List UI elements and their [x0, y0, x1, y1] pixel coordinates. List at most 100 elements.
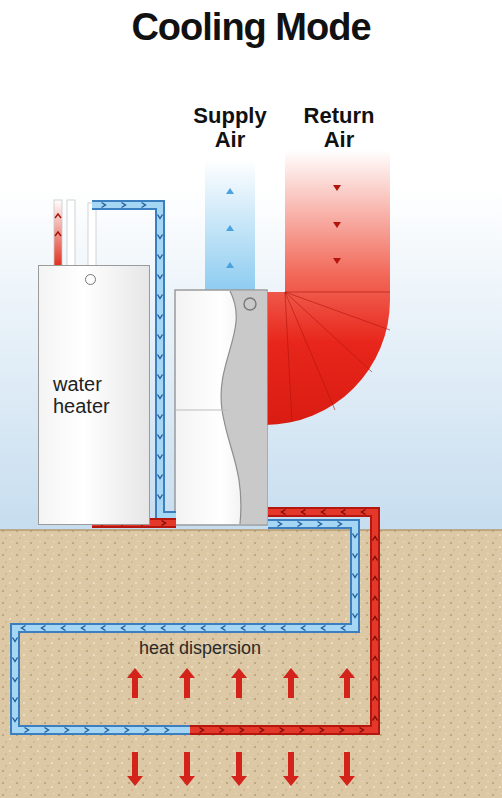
- flow-chevron: [302, 510, 306, 515]
- flow-chevron: [13, 718, 18, 722]
- flow-chevron: [353, 614, 358, 618]
- flow-chevron: [158, 275, 163, 279]
- flow-chevron: [242, 626, 246, 631]
- airflow-arrow: [226, 225, 234, 231]
- flow-chevron: [13, 678, 18, 682]
- flow-chevron: [142, 626, 146, 631]
- flow-chevron: [125, 728, 129, 733]
- flow-chevron: [318, 522, 322, 527]
- flow-chevron: [158, 475, 163, 479]
- flow-chevron: [13, 698, 18, 702]
- flow-chevron: [22, 626, 26, 631]
- flow-chevron: [158, 295, 163, 299]
- heat-arrow: [231, 668, 247, 698]
- diagram-title: Cooling Mode: [0, 6, 502, 49]
- flow-chevron: [260, 728, 264, 733]
- brand-logo: [85, 274, 96, 285]
- flow-chevron: [122, 626, 126, 631]
- flow-chevron: [373, 717, 378, 721]
- airflow-arrow: [226, 262, 234, 268]
- flow-chevron: [353, 554, 358, 558]
- flow-chevron: [322, 510, 326, 515]
- airflow-arrow: [333, 185, 341, 191]
- flow-chevron: [353, 594, 358, 598]
- flow-chevron: [322, 626, 326, 631]
- flow-chevron: [373, 557, 378, 561]
- flow-chevron: [25, 728, 29, 733]
- airflow-arrow: [226, 188, 234, 194]
- flow-chevron: [158, 435, 163, 439]
- flow-chevron: [353, 534, 358, 538]
- flow-chevron: [373, 657, 378, 661]
- flow-chevron: [158, 395, 163, 399]
- flow-chevron: [373, 637, 378, 641]
- flow-chevron: [342, 626, 346, 631]
- flow-chevron: [165, 728, 169, 733]
- flow-chevron: [102, 626, 106, 631]
- flow-chevron: [55, 214, 61, 218]
- airflow-arrow: [333, 222, 341, 228]
- heat-arrow: [283, 752, 299, 786]
- flow-chevron: [158, 375, 163, 379]
- flow-chevron: [182, 626, 186, 631]
- flow-chevron: [342, 510, 346, 515]
- flow-chevron: [62, 626, 66, 631]
- flow-chevron: [282, 626, 286, 631]
- flow-chevron: [222, 626, 226, 631]
- flow-chevron: [373, 617, 378, 621]
- pipe: [88, 203, 96, 266]
- flow-chevron: [362, 510, 366, 515]
- flow-chevron: [338, 522, 342, 527]
- pipe: [190, 512, 375, 730]
- flow-chevron: [280, 728, 284, 733]
- flow-chevron: [158, 215, 163, 219]
- flow-chevron: [142, 203, 146, 208]
- flow-chevron: [162, 521, 166, 526]
- flow-chevron: [85, 728, 89, 733]
- heat-arrow: [339, 752, 355, 786]
- flow-chevron: [240, 728, 244, 733]
- airflow-arrow: [333, 258, 341, 264]
- flow-chevron: [42, 626, 46, 631]
- flow-chevron: [13, 658, 18, 662]
- flow-chevron: [158, 255, 163, 259]
- heat-arrow: [179, 668, 195, 698]
- flow-chevron: [145, 728, 149, 733]
- flow-chevron: [353, 574, 358, 578]
- flow-chevron: [278, 522, 282, 527]
- flow-chevron: [373, 597, 378, 601]
- flow-chevron: [158, 415, 163, 419]
- airflow-label: Supply Air: [188, 104, 272, 152]
- flow-chevron: [302, 626, 306, 631]
- flow-chevron: [45, 728, 49, 733]
- heat-arrow: [283, 668, 299, 698]
- node-label: water heater: [39, 373, 149, 417]
- flow-chevron: [202, 626, 206, 631]
- flow-chevron: [298, 522, 302, 527]
- flow-chevron: [282, 510, 286, 515]
- flow-chevron: [162, 626, 166, 631]
- flow-chevron: [200, 728, 204, 733]
- pipe: [15, 524, 355, 730]
- flow-chevron: [158, 455, 163, 459]
- flow-chevron: [122, 203, 126, 208]
- airflow-label: Return Air: [296, 104, 382, 152]
- flow-chevron: [373, 577, 378, 581]
- flow-chevron: [360, 728, 364, 733]
- flow-chevron: [300, 728, 304, 733]
- flow-chevron: [158, 355, 163, 359]
- heat-arrow: [127, 752, 143, 786]
- flow-chevron: [82, 626, 86, 631]
- flow-chevron: [262, 626, 266, 631]
- cold-water-pipe: [67, 200, 75, 266]
- flow-chevron: [105, 728, 109, 733]
- heat-arrow: [179, 752, 195, 786]
- pipe: [15, 524, 355, 730]
- water-heater-tank: water heater: [38, 265, 150, 525]
- flow-chevron: [320, 728, 324, 733]
- heat-arrow: [231, 752, 247, 786]
- flow-chevron: [13, 638, 18, 642]
- heat-arrow: [127, 668, 143, 698]
- flow-chevron: [373, 697, 378, 701]
- flow-chevron: [65, 728, 69, 733]
